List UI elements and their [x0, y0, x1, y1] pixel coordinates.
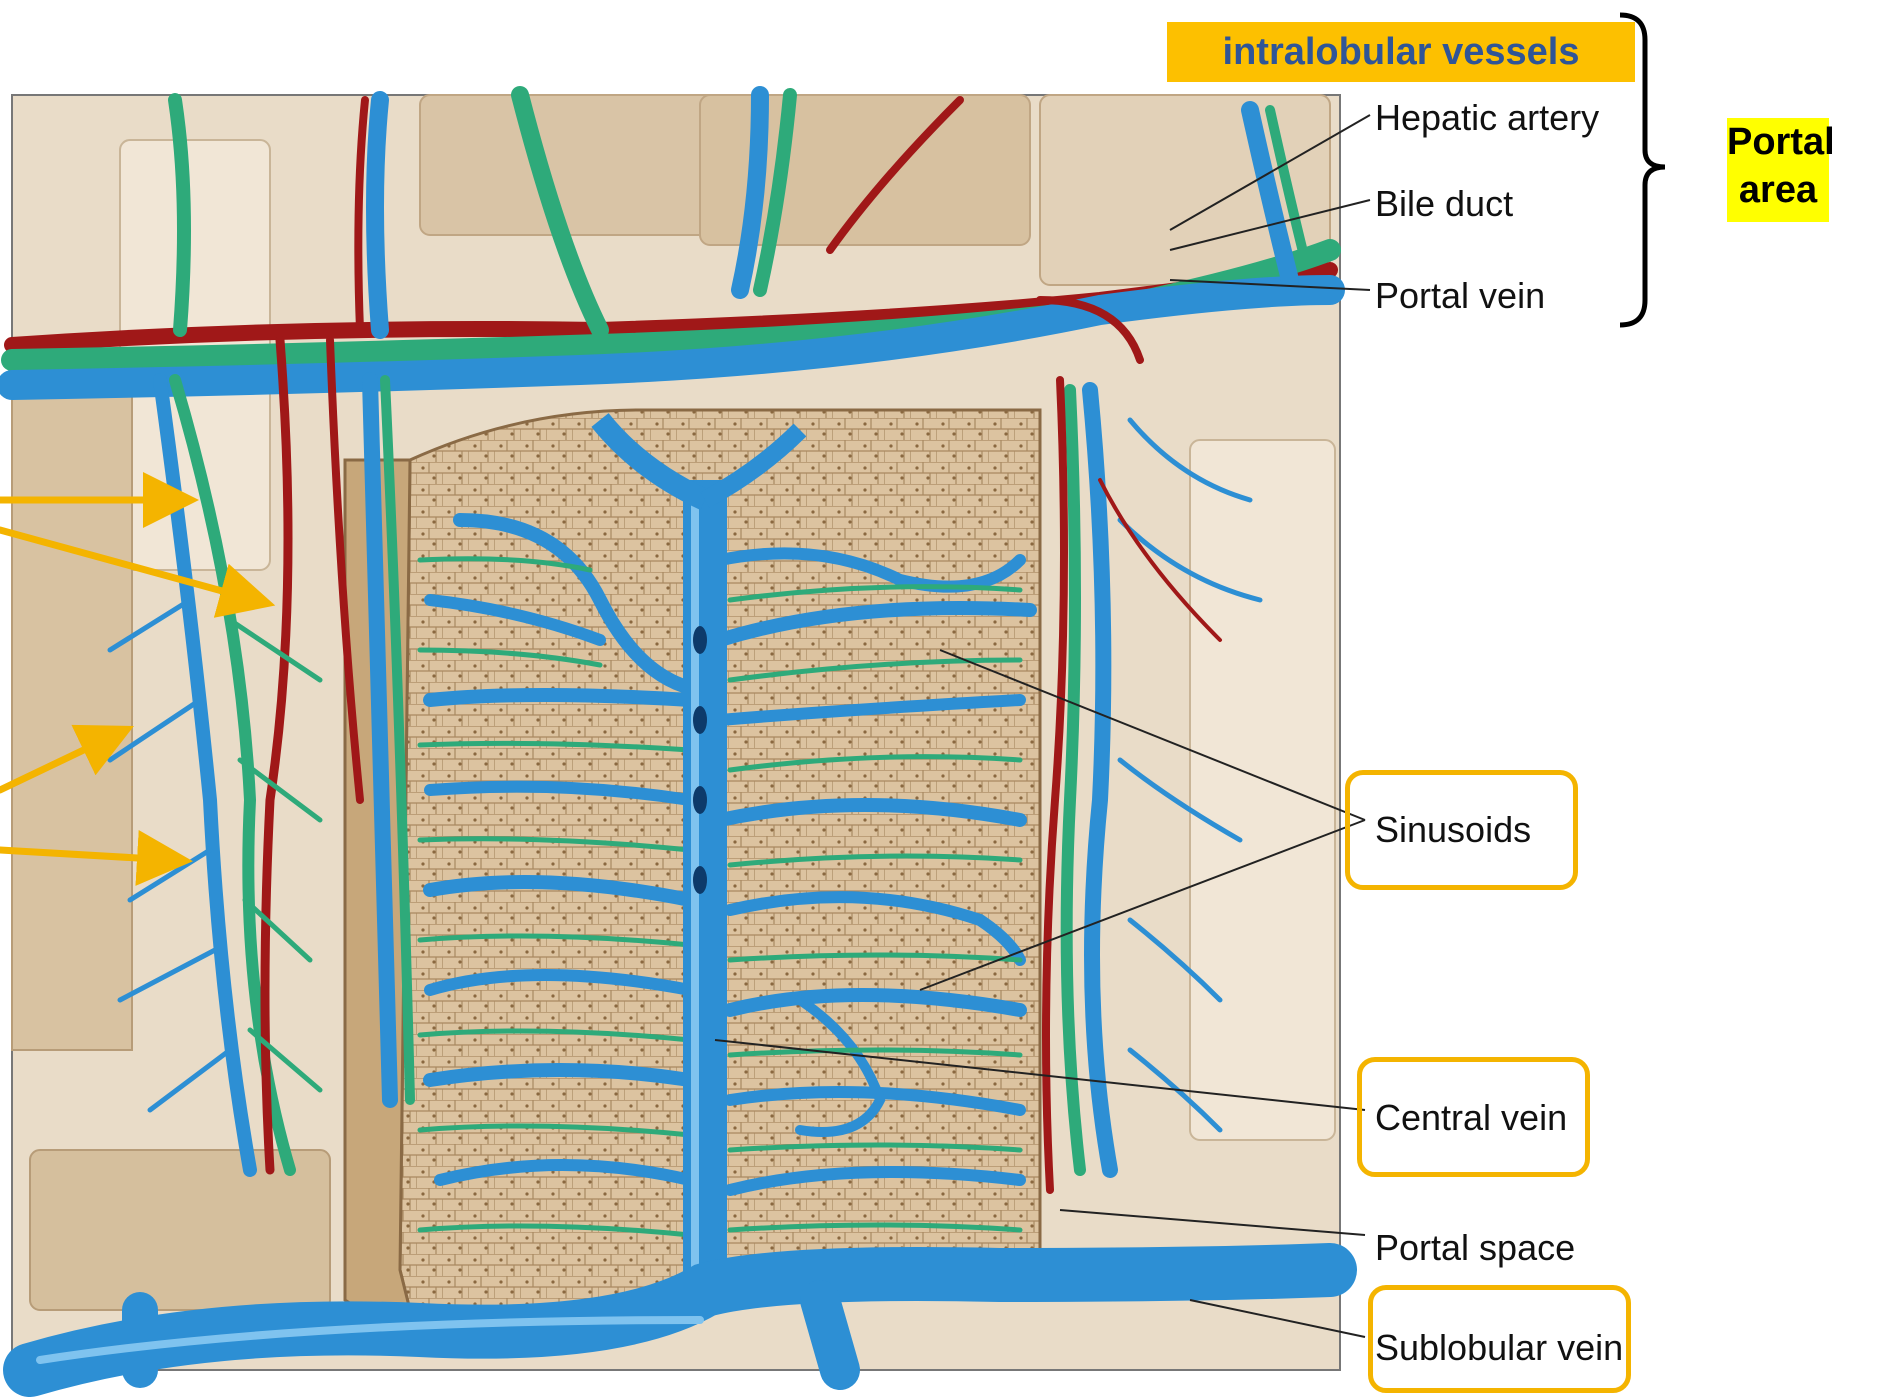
highlight-box-central-vein: [1357, 1057, 1590, 1177]
portal-area-line2: area: [1727, 166, 1829, 214]
label-bile-duct: Bile duct: [1375, 186, 1513, 222]
portal-area-line1: Portal: [1727, 118, 1829, 166]
label-portal-vein: Portal vein: [1375, 278, 1545, 314]
intralobular-vessels-header: intralobular vessels: [1167, 22, 1635, 82]
highlight-box-sublobular-vein: [1368, 1285, 1631, 1393]
label-hepatic-artery: Hepatic artery: [1375, 100, 1599, 136]
portal-area-label: Portal area: [1727, 118, 1829, 222]
highlight-box-sinusoids: [1345, 770, 1578, 890]
label-portal-space: Portal space: [1375, 1230, 1575, 1266]
